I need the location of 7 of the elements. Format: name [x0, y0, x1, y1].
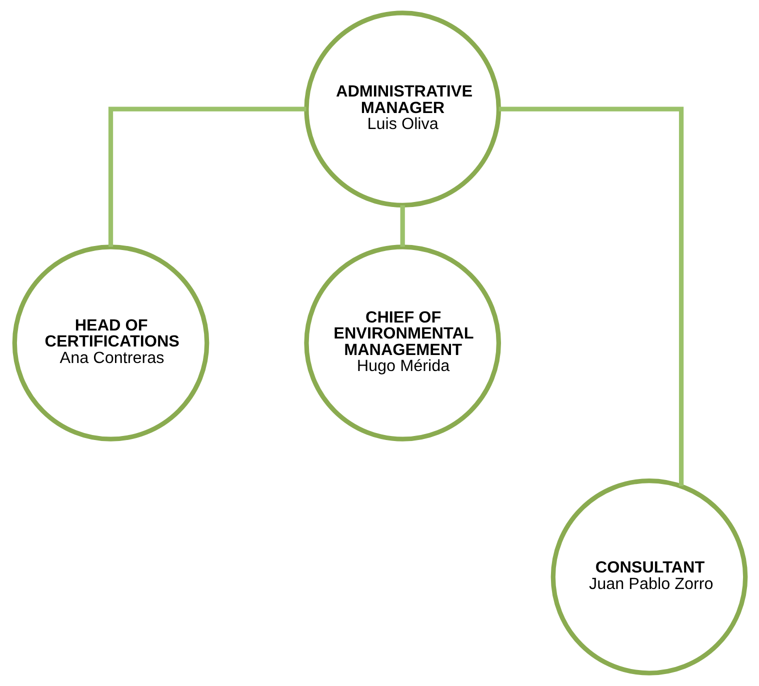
connector	[498, 106, 684, 486]
node-circle: CHIEF OF ENVIRONMENTAL MANAGEMENT Hugo Mérida	[304, 244, 501, 442]
connector	[400, 205, 404, 247]
connector	[108, 106, 306, 247]
node-circle: CONSULTANT Juan Pablo Zorro	[550, 478, 748, 676]
node-circle: HEAD OF CERTIFICATIONS Ana Contreras	[12, 244, 209, 442]
node-circle: ADMINISTRATIVE MANAGER Luis Oliva	[304, 10, 501, 208]
